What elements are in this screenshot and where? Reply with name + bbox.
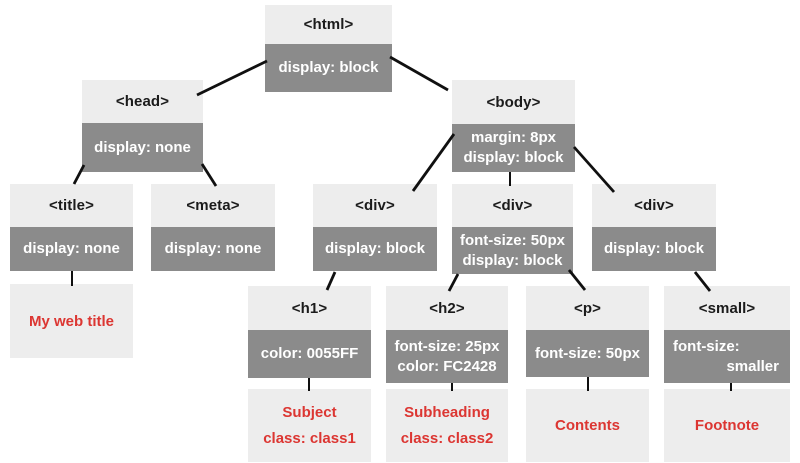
leaf-contents: Contents [526, 389, 649, 462]
edge-body-div1 [411, 133, 456, 192]
css-prop: smaller [726, 357, 779, 375]
node-meta: <meta> display: none [151, 184, 275, 271]
node-html: <html> display: block [265, 5, 392, 92]
css-prop: font-size: 25px [394, 337, 500, 355]
css-prop: color: 0055FF [260, 345, 359, 362]
node-div-2-tag: <div> [452, 184, 573, 227]
node-div-3-tag: <div> [592, 184, 716, 227]
css-prop: display: none [164, 240, 262, 257]
node-h2-props: font-size: 25px color: FC2428 [386, 330, 508, 383]
css-prop: display: none [94, 138, 191, 156]
node-h1: <h1> color: 0055FF [248, 286, 371, 378]
css-prop: display: block [324, 240, 426, 257]
node-head-tag: <head> [82, 80, 203, 123]
node-h1-tag: <h1> [248, 286, 371, 330]
node-title-props: display: none [10, 227, 133, 271]
leaf-subheading: Subheading class: class2 [386, 389, 508, 462]
css-prop: display: block [278, 59, 379, 76]
node-h2: <h2> font-size: 25px color: FC2428 [386, 286, 508, 383]
node-div-3: <div> display: block [592, 184, 716, 271]
node-body: <body> margin: 8px display: block [452, 80, 575, 172]
node-title-tag: <title> [10, 184, 133, 227]
node-div-2-props: font-size: 50px display: block [452, 227, 573, 274]
node-small-tag: <small> [664, 286, 790, 330]
leaf-text: My web title [28, 312, 114, 330]
leaf-text: Footnote [694, 417, 760, 434]
leaf-text: Contents [555, 417, 620, 434]
css-prop: color: FC2428 [397, 357, 497, 375]
edge-html-body [389, 55, 449, 92]
node-html-props: display: block [265, 44, 392, 92]
css-prop: display: block [463, 149, 564, 166]
css-prop: display: none [23, 240, 120, 257]
node-body-props: margin: 8px display: block [452, 124, 575, 172]
css-prop: font-size: 50px [534, 344, 640, 362]
node-head: <head> display: none [82, 80, 203, 172]
node-body-tag: <body> [452, 80, 575, 124]
leaf-text: Subject [282, 404, 337, 421]
node-div-1: <div> display: block [313, 184, 437, 271]
node-meta-tag: <meta> [151, 184, 275, 227]
css-prop: margin: 8px [470, 129, 557, 146]
leaf-footnote: Footnote [664, 389, 790, 462]
css-prop: display: block [603, 240, 705, 257]
node-div-1-props: display: block [313, 227, 437, 271]
node-div-1-tag: <div> [313, 184, 437, 227]
node-div-2: <div> font-size: 50px display: block [452, 184, 573, 274]
node-small-props: font-size: smaller [664, 330, 790, 383]
node-div-3-props: display: block [592, 227, 716, 271]
leaf-class: class: class2 [400, 430, 494, 447]
leaf-text: Subheading [404, 404, 490, 421]
edge-head-meta [200, 163, 218, 187]
css-prop: display: block [462, 251, 563, 269]
leaf-class: class: class1 [263, 430, 356, 447]
node-html-tag: <html> [265, 5, 392, 44]
node-p: <p> font-size: 50px [526, 286, 649, 377]
node-p-props: font-size: 50px [526, 330, 649, 377]
css-prop: font-size: [673, 337, 740, 355]
node-h2-tag: <h2> [386, 286, 508, 330]
node-small: <small> font-size: smaller [664, 286, 790, 383]
css-prop: font-size: 50px [459, 231, 565, 249]
node-h1-props: color: 0055FF [248, 330, 371, 378]
node-title: <title> display: none [10, 184, 133, 271]
leaf-subject: Subject class: class1 [248, 389, 371, 462]
node-meta-props: display: none [151, 227, 275, 271]
leaf-web-title: My web title [10, 284, 133, 358]
node-head-props: display: none [82, 123, 203, 172]
edge-html-head [196, 59, 268, 97]
node-p-tag: <p> [526, 286, 649, 330]
